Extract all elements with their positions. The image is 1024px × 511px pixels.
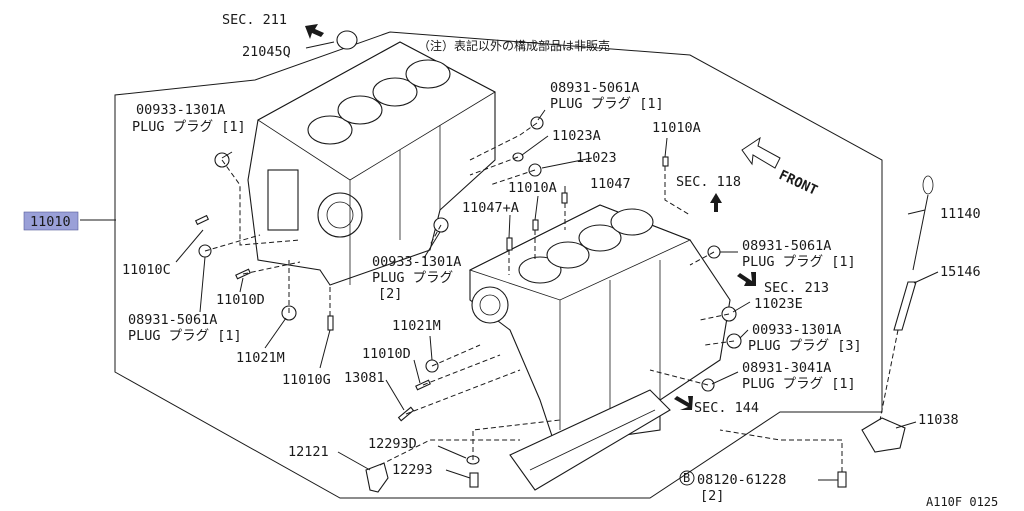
label-11140[interactable]: 11140 <box>940 206 981 222</box>
label-sec211[interactable]: SEC. 211 <box>222 12 287 28</box>
label-11010d-left[interactable]: 11010D <box>216 292 265 308</box>
part-21045q <box>336 30 358 50</box>
label-12121[interactable]: 12121 <box>288 444 329 460</box>
label-08931-right[interactable]: 08931-5061A <box>742 238 831 254</box>
dowel-11010a-mid <box>532 219 539 231</box>
label-08931-3041[interactable]: 08931-3041A <box>742 360 831 376</box>
label-plug1-right: PLUG プラグ [1] <box>742 254 856 270</box>
label-12293[interactable]: 12293 <box>392 462 433 478</box>
label-21045q[interactable]: 21045Q <box>242 44 291 60</box>
bolt-b-circle <box>679 470 695 486</box>
label-11010d-mid[interactable]: 11010D <box>362 346 411 362</box>
label-plug1-left2: PLUG プラグ [1] <box>128 328 242 344</box>
front-arrow: FRONT <box>741 136 820 199</box>
dipstick-tube <box>893 281 917 331</box>
label-plug1-top: PLUG プラグ [1] <box>550 96 664 112</box>
dowel-11047 <box>561 192 568 204</box>
label-sec118[interactable]: SEC. 118 <box>676 174 741 190</box>
dowel-11010g <box>327 315 334 331</box>
label-12293d[interactable]: 12293D <box>368 436 417 452</box>
label-qty2-mid: [2] <box>378 286 402 302</box>
engine-block-right <box>468 204 731 491</box>
label-15146[interactable]: 15146 <box>940 264 981 280</box>
label-sec144[interactable]: SEC. 144 <box>694 400 759 416</box>
dipstick <box>912 175 934 271</box>
note-text: （注）表記以外の構成部品は非販売 <box>418 38 610 53</box>
pin-11010c <box>194 214 210 226</box>
engine-block-left <box>247 41 496 286</box>
label-00933-left[interactable]: 00933-1301A <box>136 102 225 118</box>
bolt-08120 <box>837 471 847 488</box>
sec213-arrow <box>737 272 756 286</box>
label-sec213[interactable]: SEC. 213 <box>764 280 829 296</box>
label-11010g[interactable]: 11010G <box>282 372 331 388</box>
label-plug-mid: PLUG プラグ <box>372 270 453 286</box>
dowel-11047a <box>506 237 513 251</box>
leader-lines <box>80 41 939 481</box>
label-plug1-3041: PLUG プラグ [1] <box>742 376 856 392</box>
label-11038[interactable]: 11038 <box>918 412 959 428</box>
front-label: FRONT <box>776 167 820 199</box>
label-00933-mid[interactable]: 00933-1301A <box>372 254 461 270</box>
sec118-arrow <box>710 193 722 212</box>
label-qty2-bolt: [2] <box>700 488 724 504</box>
label-11021m-left[interactable]: 11021M <box>236 350 285 366</box>
label-08120[interactable]: 08120-61228 <box>697 472 786 488</box>
label-11047a[interactable]: 11047+A <box>462 200 519 216</box>
sec211-arrow <box>305 24 324 39</box>
label-11010a-mid[interactable]: 11010A <box>508 180 557 196</box>
label-11021m-mid[interactable]: 11021M <box>392 318 441 334</box>
heater-12121 <box>365 462 389 493</box>
assembly-frame <box>114 31 883 499</box>
label-11023e[interactable]: 11023E <box>754 296 803 312</box>
dashed-guides <box>204 122 899 472</box>
label-11047[interactable]: 11047 <box>590 176 631 192</box>
bolt-12293 <box>469 472 479 488</box>
label-08931-top[interactable]: 08931-5061A <box>550 80 639 96</box>
label-plug1-left: PLUG プラグ [1] <box>132 119 246 135</box>
label-11010c[interactable]: 11010C <box>122 262 171 278</box>
dowel-11010a-top <box>662 156 669 167</box>
label-08931-left[interactable]: 08931-5061A <box>128 312 217 328</box>
label-13081[interactable]: 13081 <box>344 370 385 386</box>
label-11023a[interactable]: 11023A <box>552 128 601 144</box>
bracket-11038 <box>861 417 906 453</box>
selected-part-highlight[interactable] <box>23 211 79 231</box>
label-00933-right[interactable]: 00933-1301A <box>752 322 841 338</box>
label-11010a-top[interactable]: 11010A <box>652 120 701 136</box>
label-bolt-b: B <box>683 471 690 485</box>
label-11023[interactable]: 11023 <box>576 150 617 166</box>
sec144-arrow <box>674 396 693 410</box>
figure-code: A110F 0125 <box>926 495 998 509</box>
selected-part-label[interactable]: 11010 <box>30 214 71 230</box>
label-plug3-right: PLUG プラグ [3] <box>748 338 862 354</box>
